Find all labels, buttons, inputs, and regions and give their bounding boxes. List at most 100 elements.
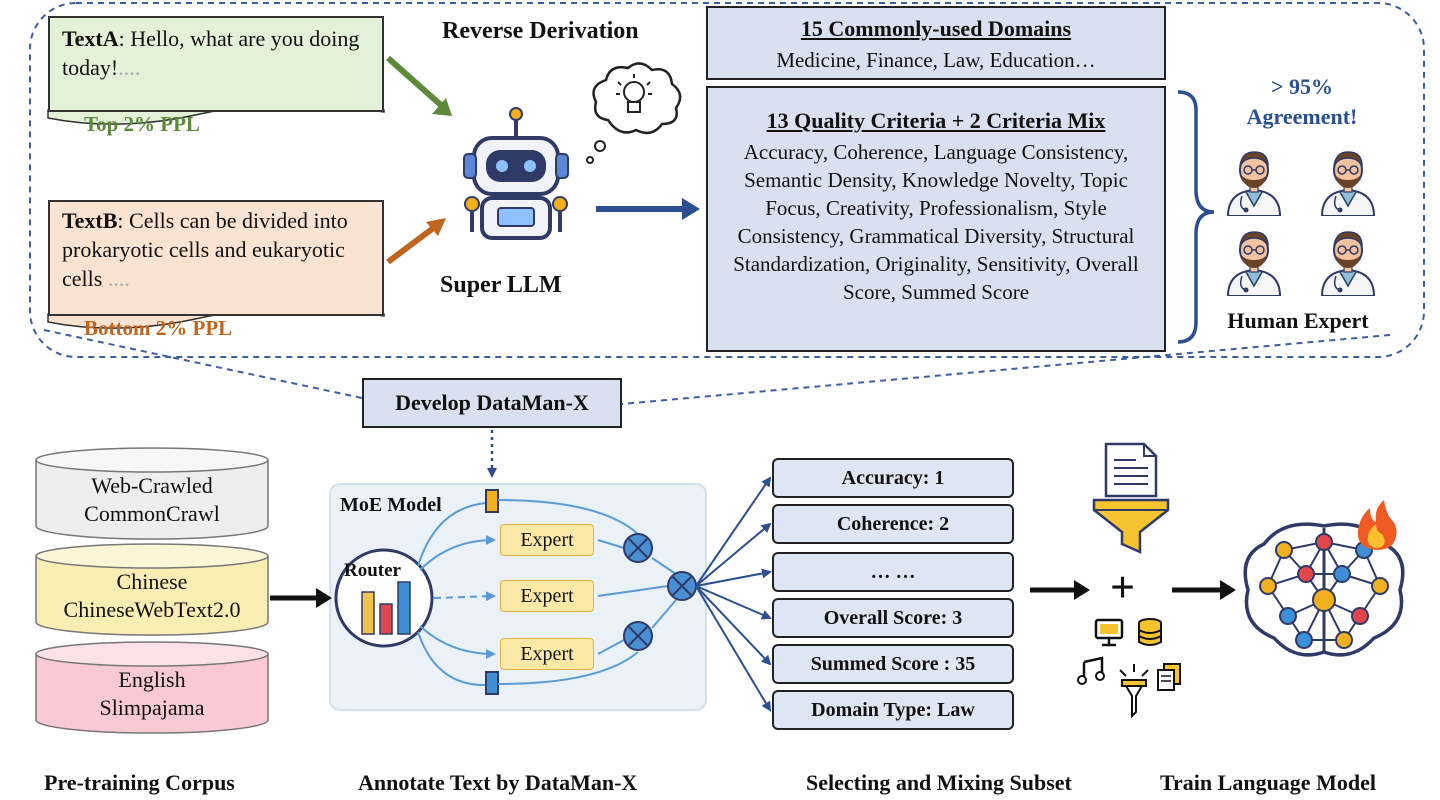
brain-node xyxy=(1279,607,1297,625)
criteria-title: 13 Quality Criteria + 2 Criteria Mix xyxy=(766,108,1106,133)
scores-to-filter-arrow-head xyxy=(1074,580,1090,600)
funnel-line-right xyxy=(621,334,1391,405)
corpus-line2: Slimpajama xyxy=(99,695,205,720)
database-icon xyxy=(1138,618,1162,646)
score-box: … … xyxy=(772,552,1014,592)
brain-node xyxy=(1335,631,1353,649)
multiply-node-2 xyxy=(623,621,653,651)
brain-node xyxy=(1275,541,1293,559)
brain-node xyxy=(1333,565,1351,583)
expert-box-2: Expert xyxy=(500,580,594,612)
score-box: Domain Type: Law xyxy=(772,690,1014,730)
doctor-icon xyxy=(1320,151,1376,216)
doctor-icon xyxy=(1226,231,1282,296)
moe-title: MoE Model xyxy=(340,494,442,516)
fire-icon xyxy=(1357,500,1397,550)
filter-to-brain-arrow-head xyxy=(1220,580,1236,600)
router-to-top-route xyxy=(417,502,487,567)
textB-ppl-label: Bottom 2% PPL xyxy=(84,316,233,340)
domains-box: 15 Commonly-used Domains Medicine, Finan… xyxy=(706,6,1166,80)
robot-icon xyxy=(463,107,569,240)
stage-label-annotate: Annotate Text by DataMan-X xyxy=(358,770,638,795)
brain-node xyxy=(1295,631,1313,649)
files-icon xyxy=(1157,663,1181,691)
criteria-list: Accuracy, Coherence, Language Consistenc… xyxy=(733,140,1139,304)
score-box: Summed Score : 35 xyxy=(772,644,1014,684)
domains-list: Medicine, Finance, Law, Education… xyxy=(776,48,1096,72)
score-fanout-arrow xyxy=(695,476,772,587)
corpus-line1: Web-Crawled xyxy=(91,473,213,498)
textA-arrow xyxy=(386,55,444,109)
corpus-to-moe-arrow-head xyxy=(316,588,332,608)
brain-node xyxy=(1351,607,1369,625)
brain-node xyxy=(1315,533,1333,551)
brain-node xyxy=(1297,565,1315,583)
llm-to-criteria-arrow-head xyxy=(682,198,700,220)
score-box: Coherence: 2 xyxy=(772,504,1014,544)
agreement-text: Agreement! xyxy=(1246,104,1358,129)
mul1-to-sum xyxy=(651,557,677,575)
textA-arrow-head xyxy=(432,98,452,116)
score-fanout-arrow xyxy=(695,585,772,666)
merge-funnel-icon xyxy=(1119,664,1149,719)
router-to-bottom-route xyxy=(417,631,487,687)
score-box: Overall Score: 3 xyxy=(772,598,1014,638)
multiply-node-1 xyxy=(623,533,653,563)
agreement-label: > 95% Agreement! xyxy=(1214,72,1390,132)
criteria-box: 13 Quality Criteria + 2 Criteria Mix Acc… xyxy=(706,86,1166,352)
expert3-to-mul xyxy=(597,639,625,655)
score-fanout-arrow xyxy=(695,568,772,587)
textA-ppl-label: Top 2% PPL xyxy=(84,112,200,136)
router-to-expert-2 xyxy=(433,591,496,602)
score-fanout-arrow xyxy=(695,585,772,712)
agreement-percent: > 95% xyxy=(1270,74,1334,99)
textA-label: TextA xyxy=(62,26,119,51)
textA-dots: .... xyxy=(118,55,141,80)
doctor-icon xyxy=(1226,151,1282,216)
corpus-cylinder-shape xyxy=(35,543,269,636)
score-fanout-arrow xyxy=(695,522,772,587)
brain-node xyxy=(1259,577,1277,595)
reverse-derivation-label: Reverse Derivation xyxy=(442,18,639,44)
textB-body: : Cells can be divided into prokaryotic … xyxy=(62,208,348,291)
mul2-to-sum xyxy=(651,599,677,629)
score-fanout-arrows xyxy=(695,476,772,712)
gate-bottom-to-mul xyxy=(497,651,639,685)
funnel-icon xyxy=(1092,442,1170,554)
textA-document: TextA: Hello, what are you doing today!.… xyxy=(48,16,384,112)
corpus-cylinder-shape xyxy=(35,447,269,540)
corpus-line2: CommonCrawl xyxy=(84,501,220,526)
expert-box-1: Expert xyxy=(500,524,594,556)
plus-sign: + xyxy=(1110,563,1136,612)
neural-brain-icon xyxy=(1243,522,1405,657)
textB-dots: .... xyxy=(107,266,130,291)
corpus-line1: English xyxy=(118,667,186,692)
stage-label-train: Train Language Model xyxy=(1160,770,1376,795)
corpus-line1: Chinese xyxy=(116,569,188,594)
score-fanout-arrow xyxy=(695,585,772,620)
router-icon xyxy=(334,548,434,648)
develop-dataman-box: Develop DataMan-X xyxy=(362,378,622,428)
textA-body: : Hello, what are you doing today! xyxy=(62,26,360,80)
super-llm-label: Super LLM xyxy=(440,272,562,298)
textB-document: TextB: Cells can be divided into prokary… xyxy=(48,200,384,316)
router-to-expert-1 xyxy=(419,535,496,571)
lightbulb-thought-icon xyxy=(586,62,682,164)
gate-top-to-mul xyxy=(497,499,639,535)
gate-bottom-bar xyxy=(485,671,499,695)
expert-box-3: Expert xyxy=(500,638,594,670)
corpus-line2: ChineseWebText2.0 xyxy=(63,597,241,622)
textB-label: TextB xyxy=(62,208,118,233)
expert1-to-mul xyxy=(597,539,625,549)
expert2-to-sum xyxy=(597,585,669,597)
textB-arrow-head xyxy=(426,218,446,236)
stage-label-selecting: Selecting and Mixing Subset xyxy=(806,770,1072,795)
